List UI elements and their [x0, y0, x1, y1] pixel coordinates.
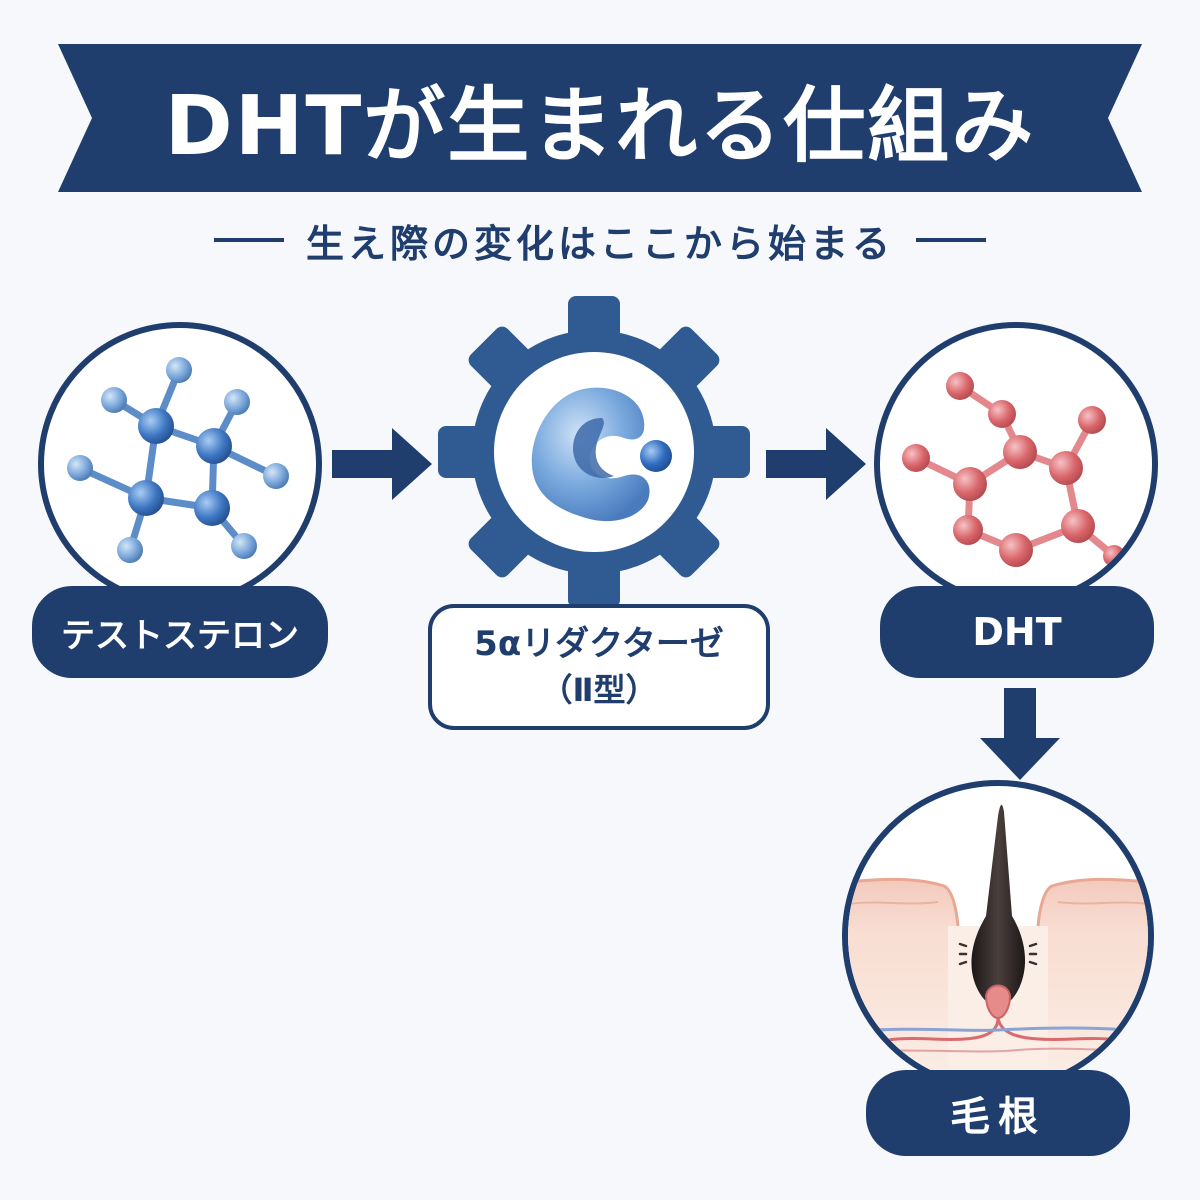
arrow-right-icon [332, 428, 432, 500]
dht-molecule-icon [902, 372, 1125, 567]
hair-root-circle [842, 780, 1154, 1092]
testosterone-label-text: テストステロン [61, 615, 299, 656]
enzyme-label-line2: （Ⅱ型） [540, 671, 658, 709]
hair-follicle-icon [848, 804, 1148, 1086]
arrow-right-icon [766, 428, 866, 500]
title-banner: DHTが生まれる仕組み [58, 44, 1142, 192]
enzyme-label-box: 5αリダクターゼ （Ⅱ型） [428, 604, 770, 730]
banner-ribbon [58, 44, 1142, 192]
dht-label: DHT [880, 586, 1154, 678]
subtitle-row: 生え際の変化はここから始まる [0, 212, 1200, 268]
dht-circle [874, 322, 1158, 606]
page-title: DHTが生まれる仕組み [164, 78, 1036, 174]
enzyme-label-line1: 5αリダクターゼ [474, 624, 724, 664]
arrow-down-icon [980, 688, 1060, 780]
subtitle-dash-left [213, 238, 284, 242]
hair-root-label: 毛根 [866, 1070, 1130, 1156]
hair-root-label-text: 毛根 [950, 1094, 1046, 1140]
dht-label-text: DHT [972, 610, 1062, 654]
subtitle-text: 生え際の変化はここから始まる [305, 221, 894, 266]
testosterone-label: テストステロン [32, 586, 328, 678]
testosterone-circle [38, 322, 322, 606]
testosterone-molecule-icon [67, 357, 289, 563]
enzyme-gear-icon [438, 296, 750, 608]
subtitle-dash-right [916, 238, 986, 242]
